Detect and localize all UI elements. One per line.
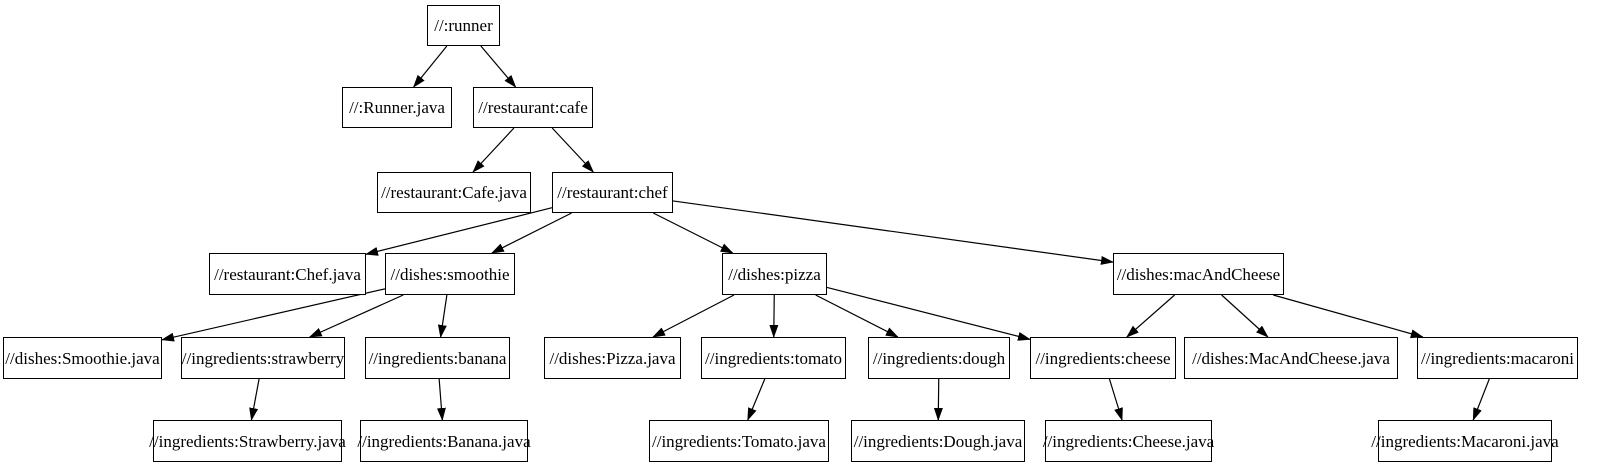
edge-banana-to-Banana.java [436,378,446,421]
graph-node-Chef.java: //restaurant:Chef.java [209,253,366,295]
graph-node-chef: //restaurant:chef [552,172,673,213]
graph-node-Dough.java: //ingredients:Dough.java [851,420,1025,462]
edge-chef-to-Chef.java [365,207,553,256]
edge-chef-to-smoothie [490,212,572,254]
graph-node-strawberry: //ingredients:strawberry [181,337,345,379]
graph-node-Cheese.java: //ingredients:Cheese.java [1043,420,1214,462]
edge-smoothie-to-strawberry [308,294,404,338]
graph-node-runner: //:runner [427,5,500,46]
edge-cafe-to-chef [551,127,595,173]
edge-pizza-to-tomato [769,294,779,338]
graph-node-Banana.java: //ingredients:Banana.java [357,420,531,462]
edge-strawberry-to-Strawberry.java [249,378,260,421]
graph-node-dough: //ingredients:dough [868,337,1010,379]
edge-cafe-to-Cafe.java [472,127,515,173]
graph-node-Cafe.java: //restaurant:Cafe.java [377,172,531,213]
graph-node-Smoothie.java: //dishes:Smoothie.java [3,337,162,379]
graph-node-cheese: //ingredients:cheese [1030,337,1176,379]
graph-node-MacAndCheese.java: //dishes:MacAndCheese.java [1184,337,1398,379]
edge-chef-to-pizza [652,212,734,254]
graph-node-banana: //ingredients:banana [365,337,510,379]
graph-node-Strawberry.java: //ingredients:Strawberry.java [149,420,346,462]
graph-node-cafe: //restaurant:cafe [473,87,593,128]
graph-node-Pizza.java: //dishes:Pizza.java [544,337,681,379]
graph-node-smoothie: //dishes:smoothie [385,253,515,295]
edge-pizza-to-Pizza.java [652,294,735,338]
edge-macAndCheese-to-MacAndCheese.java [1221,294,1269,338]
graph-node-Tomato.java: //ingredients:Tomato.java [649,420,829,462]
edge-macAndCheese-to-macaroni [1273,294,1424,339]
edge-cheese-to-Cheese.java [1108,378,1123,421]
edge-smoothie-to-Smoothie.java [161,288,386,342]
edge-pizza-to-cheese [826,286,1031,341]
edge-macAndCheese-to-cheese [1126,294,1176,338]
edge-macaroni-to-Macaroni.java [1472,378,1490,421]
edge-smoothie-to-banana [437,294,448,338]
graph-node-pizza: //dishes:pizza [722,253,827,295]
edge-tomato-to-Tomato.java [747,378,766,421]
edge-pizza-to-dough [815,294,899,338]
graph-node-Macaroni.java: //ingredients:Macaroni.java [1371,420,1559,462]
edge-runner-to-cafe [480,45,517,88]
edge-runner-to-Runner.java [412,45,448,88]
edge-chef-to-macAndCheese [672,200,1114,265]
graph-node-macAndCheese: //dishes:macAndCheese [1113,253,1284,295]
graph-node-tomato: //ingredients:tomato [701,337,846,379]
graph-node-Runner.java: //:Runner.java [342,87,452,128]
graph-node-macaroni: //ingredients:macaroni [1417,337,1578,379]
